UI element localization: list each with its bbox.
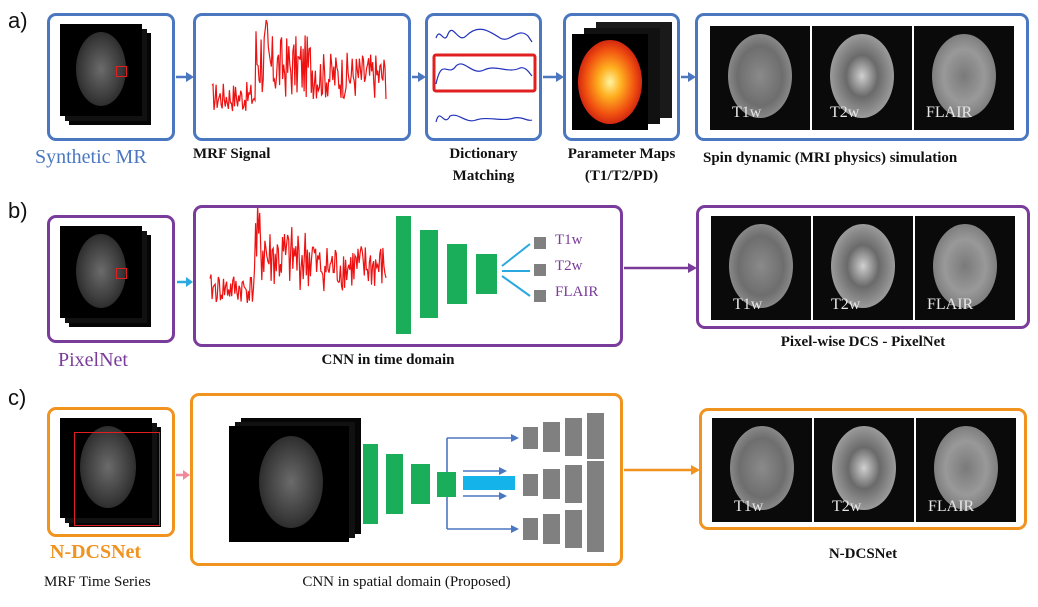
- cnn-layer-3: [447, 244, 467, 304]
- pixelnet-source-box: [47, 215, 175, 343]
- mrf-frame-image-b: [60, 226, 142, 318]
- dictionary-label-1: Dictionary: [449, 146, 518, 162]
- cnn-spatial-box: [190, 393, 623, 566]
- encoder-layer-3: [411, 464, 430, 504]
- encoder-layer-4: [437, 472, 456, 497]
- output-label-t2w: T2w: [555, 258, 583, 274]
- output-label-flair: FLAIR: [555, 284, 599, 300]
- cnn-time-label: CNN in time domain: [321, 352, 455, 368]
- synthetic-mr-label: Synthetic MR: [35, 146, 147, 168]
- flair-label-b: FLAIR: [927, 296, 974, 313]
- mrf-signal-plot: [211, 19, 387, 112]
- t1w-label: T1w: [732, 104, 762, 121]
- parameter-maps-box: [563, 13, 680, 141]
- pixelnet-network: [209, 208, 546, 334]
- cnn-spatial-label: CNN in spatial domain (Proposed): [302, 574, 511, 590]
- pixelnet-label: PixelNet: [58, 349, 128, 371]
- panel-letter-c: c): [8, 385, 27, 410]
- flair-label-c: FLAIR: [928, 498, 975, 515]
- bottleneck-block: [463, 476, 515, 490]
- synthetic-mr-box: [47, 13, 175, 141]
- t1w-label-b: T1w: [733, 296, 763, 313]
- mrf-series-image: [229, 426, 349, 542]
- cnn-layer-2: [420, 230, 438, 318]
- decoder-branch-middle: [523, 461, 604, 507]
- simulation-label: Spin dynamic (MRI physics) simulation: [703, 150, 958, 166]
- t2w-image: T2w: [812, 26, 912, 130]
- mrf-time-series-label: MRF Time Series: [44, 574, 151, 590]
- output-node-1: [534, 237, 546, 249]
- dictionary-curves: [432, 28, 537, 123]
- mrf-frame-image: [60, 24, 142, 116]
- t2w-label: T2w: [830, 104, 860, 121]
- ndcsnet-network: [363, 413, 604, 552]
- dictionary-box: [425, 13, 542, 141]
- ndcsnet-result-label: N-DCSNet: [828, 546, 898, 562]
- t2w-label-b: T2w: [831, 296, 861, 313]
- t1w-image-b: T1w: [711, 216, 811, 320]
- simulation-result-box: T1w T2w FLAIR: [695, 13, 1029, 141]
- encoder-layer-1: [363, 444, 378, 524]
- t1w-label-c: T1w: [734, 498, 764, 515]
- flair-image-b: FLAIR: [915, 216, 1015, 320]
- cnn-layer-1: [396, 216, 411, 334]
- pixelnet-result-box: T1w T2w FLAIR: [696, 205, 1030, 329]
- cnn-time-box: T1w T2w FLAIR: [193, 205, 623, 347]
- t2w-image-b: T2w: [813, 216, 913, 320]
- output-node-3: [534, 290, 546, 302]
- flair-label: FLAIR: [926, 104, 973, 121]
- decoder-branch-bottom: [523, 506, 604, 552]
- flair-image-c: FLAIR: [916, 418, 1016, 522]
- output-label-t1w: T1w: [555, 232, 583, 248]
- pixel-highlight: [116, 66, 127, 77]
- mrf-frame-image-c: [60, 418, 160, 526]
- mrf-signal-box: [193, 13, 411, 141]
- output-node-2: [534, 264, 546, 276]
- encoder-layer-2: [386, 454, 403, 514]
- flair-image: FLAIR: [914, 26, 1014, 130]
- ndcsnet-source-label: N-DCSNet: [50, 541, 142, 563]
- parameter-maps-label-2: (T1/T2/PD): [584, 168, 659, 184]
- pixel-highlight-b: [116, 268, 127, 279]
- mrf-signal-label: MRF Signal: [193, 146, 271, 162]
- cnn-layer-4: [476, 254, 497, 294]
- t1w-image-c: T1w: [712, 418, 812, 522]
- ndcsnet-source-box: [47, 407, 175, 537]
- ndcsnet-result-box: T1w T2w FLAIR: [699, 408, 1027, 530]
- panel-letter-b: b): [8, 198, 28, 223]
- t2w-image-c: T2w: [814, 418, 914, 522]
- panel-letter-a: a): [8, 8, 28, 33]
- parameter-maps-label-1: Parameter Maps: [567, 146, 676, 162]
- full-frame-highlight: [74, 432, 160, 526]
- t2w-label-c: T2w: [832, 498, 862, 515]
- parameter-map-image: [572, 34, 648, 130]
- t1w-image: T1w: [710, 26, 810, 130]
- decoder-branch-top: [523, 413, 604, 459]
- pixelnet-result-label: Pixel-wise DCS - PixelNet: [780, 334, 946, 350]
- dictionary-label-2: Matching: [452, 168, 515, 184]
